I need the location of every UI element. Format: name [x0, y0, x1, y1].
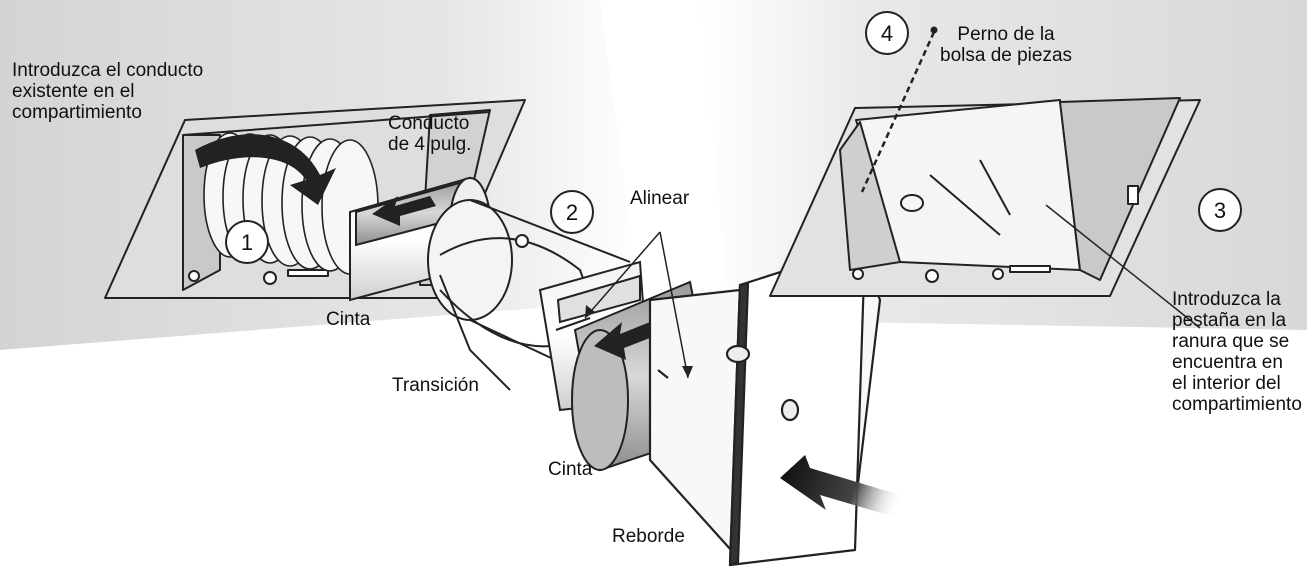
step-2-number: 2 [566, 200, 578, 225]
tape-arrow [594, 320, 660, 360]
step-2-marker: 2 [550, 190, 594, 234]
label-transition: Transición [392, 375, 479, 396]
push-arrow [780, 455, 905, 520]
step-3-marker: 3 [1198, 188, 1242, 232]
label-flange: Reborde [612, 526, 685, 547]
step-1-number: 1 [241, 230, 253, 255]
label-insert-duct: Introduzca el conducto existente en el c… [12, 60, 204, 123]
label-duct-4in: Conducto de 4 pulg. [388, 113, 472, 155]
label-insert-tab: Introduzca la pestaña en la ranura que s… [1172, 289, 1302, 415]
bolt-point [930, 26, 938, 34]
step-1-marker: 1 [225, 220, 269, 264]
label-tape-1: Cinta [326, 309, 371, 330]
label-bolt: Perno de la bolsa de piezas [940, 24, 1073, 66]
leader-lines [584, 204, 1201, 379]
step-4-number: 4 [881, 21, 893, 46]
label-tape-2: Cinta [548, 459, 593, 480]
right-housing [769, 97, 1201, 297]
insert-duct-arrow [195, 134, 336, 205]
collar-arrow [372, 196, 436, 226]
leader-arrowheads [585, 305, 693, 378]
step-4-marker: 4 [865, 11, 909, 55]
step-3-number: 3 [1214, 198, 1226, 223]
label-align: Alinear [630, 188, 690, 209]
